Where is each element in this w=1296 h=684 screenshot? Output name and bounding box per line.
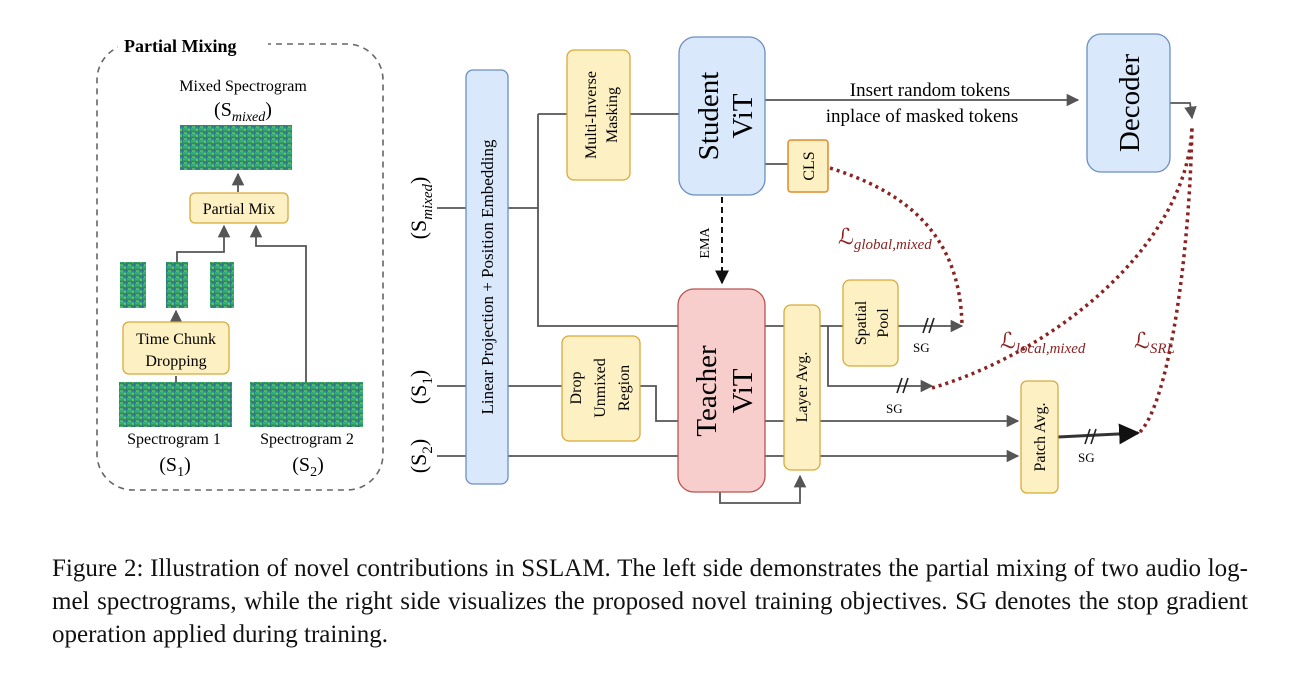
sg-marks bbox=[896, 317, 1097, 445]
mixed-spectrogram-symbol: (Smixed) bbox=[214, 99, 272, 125]
partial-mixing-title: Partial Mixing bbox=[124, 36, 236, 56]
cls-token-box bbox=[787, 139, 829, 193]
linear-projection-label: Linear Projection + Position Embedding bbox=[478, 139, 497, 414]
time-chunk-dropping-box bbox=[122, 321, 230, 375]
cls-label: CLS bbox=[801, 151, 818, 180]
decoder-box bbox=[1086, 33, 1171, 173]
partial-mix-label: Partial Mix bbox=[203, 201, 275, 218]
spectrogram-2-symbol: (S2) bbox=[292, 454, 323, 480]
multi-inverse-line2: Masking bbox=[604, 87, 621, 143]
ema-label: EMA bbox=[698, 227, 713, 259]
insert-tokens-line1: Insert random tokens bbox=[850, 80, 1010, 101]
drop-unmixed-region-box bbox=[561, 335, 641, 442]
loss-local-mixed: ℒlocal,mixed bbox=[1000, 328, 1086, 357]
patch-avg-box bbox=[1020, 380, 1059, 494]
input-s-mixed: (Smixed) bbox=[406, 177, 436, 240]
partial-mix-box bbox=[189, 192, 289, 224]
spectrogram-2-image bbox=[250, 382, 363, 427]
spectrogram-1-symbol: (S1) bbox=[159, 454, 190, 480]
loss-global-mixed: ℒglobal,mixed bbox=[838, 224, 932, 253]
mixed-spectrogram-label: Mixed Spectrogram bbox=[179, 78, 307, 95]
figure-caption: Figure 2: Illustration of novel contribu… bbox=[52, 555, 1248, 648]
teacher-label-line1: Teacher bbox=[691, 345, 723, 437]
teacher-label-line2: ViT bbox=[727, 368, 759, 413]
connector-lines bbox=[437, 93, 1197, 504]
loss-srl: ℒSRL bbox=[1134, 328, 1175, 357]
patch-avg-label: Patch Avg. bbox=[1032, 402, 1049, 471]
multi-inverse-line1: Multi-Inverse bbox=[583, 71, 600, 159]
spectrogram-1-image bbox=[119, 382, 232, 427]
partial-mixing-panel: Partial Mixing Mixed Spectrogram (Smixed… bbox=[96, 32, 384, 491]
sg-label-spatial: SG bbox=[913, 340, 930, 355]
spatial-pool-box bbox=[842, 279, 899, 367]
teacher-vit-box bbox=[677, 288, 766, 493]
mixed-spectrogram-image bbox=[180, 125, 292, 170]
spectrogram-2-label: Spectrogram 2 bbox=[260, 431, 354, 448]
input-s1: (S1) bbox=[406, 370, 436, 404]
decoder-label: Decoder bbox=[1114, 54, 1146, 153]
layer-avg-box bbox=[783, 304, 821, 471]
input-s2: (S2) bbox=[406, 439, 436, 473]
sg-label-layer: SG bbox=[886, 401, 903, 416]
layer-avg-label: Layer Avg. bbox=[794, 352, 811, 423]
sg-label-patch: SG bbox=[1078, 450, 1095, 465]
spatial-pool-line2: Pool bbox=[875, 308, 892, 338]
chunk-2-image bbox=[166, 262, 188, 308]
student-label-line2: ViT bbox=[727, 93, 759, 138]
time-chunk-line2: Dropping bbox=[145, 353, 206, 370]
time-chunk-line1: Time Chunk bbox=[136, 331, 216, 348]
linear-projection-box bbox=[465, 69, 509, 485]
student-vit-box bbox=[678, 36, 766, 196]
drop-line2: Unmixed bbox=[592, 358, 609, 418]
insert-tokens-line2: inplace of masked tokens bbox=[826, 106, 1019, 127]
drop-line1: Drop bbox=[568, 372, 585, 405]
patch-avg-output-arrow bbox=[1057, 423, 1141, 445]
drop-line3: Region bbox=[616, 365, 633, 411]
spectrogram-1-label: Spectrogram 1 bbox=[127, 431, 221, 448]
loss-curves bbox=[829, 124, 1194, 434]
multi-inverse-masking-box bbox=[566, 49, 631, 181]
chunk-1-image bbox=[120, 262, 146, 308]
student-label-line1: Student bbox=[693, 72, 725, 161]
chunk-3-image bbox=[210, 262, 234, 308]
spatial-pool-line1: Spatial bbox=[853, 300, 870, 345]
